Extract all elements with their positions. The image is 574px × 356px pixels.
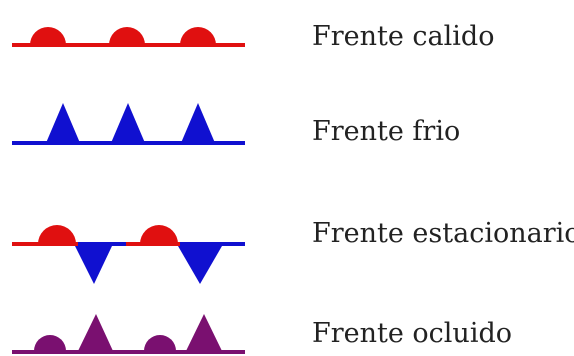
cold-front-triangle	[111, 103, 145, 143]
occluded-front-semicircle	[144, 335, 176, 351]
cold-front-label: Frente frio	[312, 116, 461, 147]
occluded-front-triangle	[186, 314, 222, 351]
legend-row-occluded-front: Frente ocluido	[0, 306, 574, 356]
stationary-front-triangle	[178, 246, 222, 284]
stationary-front-label: Frente estacionario	[312, 218, 574, 249]
cold-front-triangle	[46, 103, 80, 143]
warm-front-semicircle	[30, 27, 66, 45]
warm-front-icon	[12, 27, 245, 47]
legend-row-stationary-front: Frente estacionario	[0, 216, 574, 296]
occluded-front-semicircle	[34, 335, 66, 351]
occluded-front-icon	[12, 314, 245, 354]
stationary-front-triangle	[75, 246, 112, 284]
warm-front-label: Frente calido	[312, 21, 495, 52]
stationary-front-cold-segment	[78, 242, 126, 246]
cold-front-triangle	[181, 103, 215, 143]
warm-front-semicircle	[109, 27, 145, 45]
occluded-front-label: Frente ocluido	[312, 318, 512, 349]
stationary-front-semicircle	[140, 225, 178, 244]
occluded-front-line	[12, 350, 245, 354]
legend-row-warm-front: Frente calido	[0, 8, 574, 68]
warm-front-line	[12, 43, 245, 47]
stationary-front-icon	[12, 225, 245, 284]
cold-front-line	[12, 141, 245, 145]
stationary-front-warm-segment	[12, 242, 78, 246]
stationary-front-semicircle	[38, 225, 76, 244]
stationary-front-warm-segment	[126, 242, 180, 246]
warm-front-semicircle	[180, 27, 216, 45]
legend-row-cold-front: Frente frio	[0, 100, 574, 160]
cold-front-icon	[12, 103, 245, 145]
occluded-front-triangle	[78, 314, 113, 351]
stationary-front-cold-segment	[180, 242, 245, 246]
